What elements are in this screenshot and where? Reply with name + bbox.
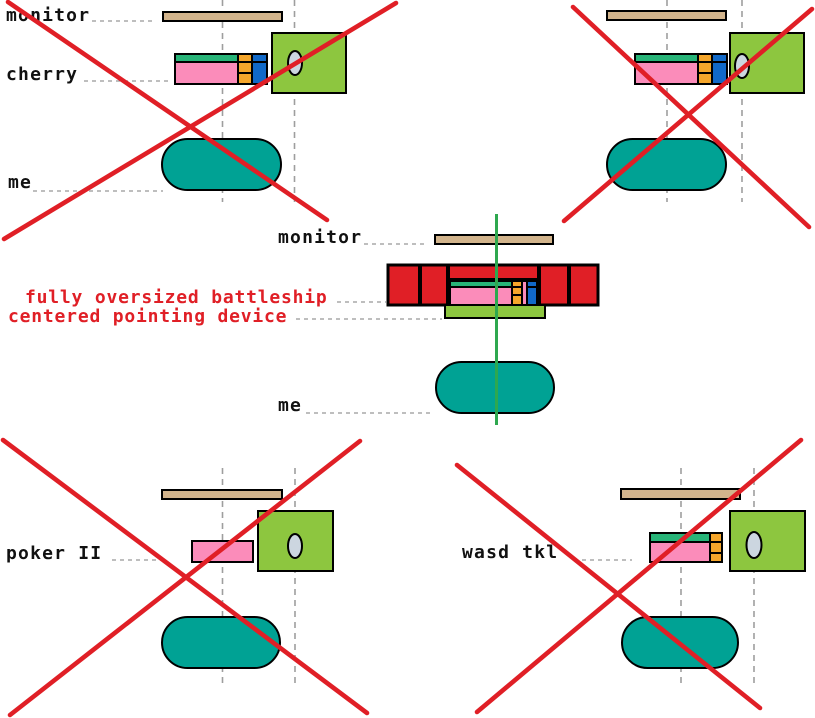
cross-out-x xyxy=(0,437,370,718)
monitor-bar xyxy=(162,11,283,22)
cross-out-line xyxy=(7,438,363,718)
keyboard-nav-cell xyxy=(709,541,723,554)
keyboard-body xyxy=(449,286,513,306)
keyboard-nav-cell xyxy=(697,61,713,74)
keyboard-numpad-block xyxy=(526,286,538,306)
cross-out-line xyxy=(1,0,399,242)
person-capsule xyxy=(161,616,281,669)
keyboard-label: poker II xyxy=(6,543,102,564)
cross-out-x xyxy=(561,4,815,230)
monitor-label: monitor xyxy=(278,227,362,248)
keyboard-top-row xyxy=(634,53,699,63)
keyboard-nav-cell xyxy=(511,286,523,296)
monitor-bar xyxy=(161,489,283,500)
keyboard-numpad-block xyxy=(711,61,728,85)
cross-out-line xyxy=(570,4,812,230)
person-capsule xyxy=(606,138,727,191)
keyboard-cherry xyxy=(634,53,728,85)
keyboard-nav-cell xyxy=(237,61,253,74)
battleship-label-line2: centered pointing device xyxy=(8,306,287,327)
mousepad xyxy=(729,510,806,572)
monitor-bar xyxy=(434,234,554,245)
battleship-keyboard xyxy=(386,263,600,307)
keyboard-label: wasd tkl xyxy=(462,542,558,563)
mouse-icon xyxy=(745,531,763,559)
setup-top-left: monitor cherry me xyxy=(1,0,399,242)
setup-center: monitor fully oversized battleship cente… xyxy=(8,214,600,425)
keyboard-nav-cell xyxy=(511,294,523,306)
keyboard-numpad-top xyxy=(711,53,728,63)
embedded-keyboard xyxy=(449,280,538,306)
keyboard-label: cherry xyxy=(6,64,78,85)
cross-out-line xyxy=(474,437,804,715)
monitor-bar xyxy=(606,10,727,21)
battleship-label-line1: fully oversized battleship xyxy=(25,287,328,308)
person-capsule xyxy=(161,138,282,191)
battleship-divider xyxy=(537,265,541,305)
battleship-divider xyxy=(567,265,571,305)
cross-out-x xyxy=(454,437,804,715)
cross-out-x xyxy=(1,0,399,242)
setup-bottom-right: wasd tkl xyxy=(454,437,806,715)
keyboard-nav-cell xyxy=(237,53,253,63)
cross-out-line xyxy=(454,462,763,711)
setup-bottom-left: poker II xyxy=(0,437,370,718)
person-label: me xyxy=(8,172,32,193)
battleship-divider xyxy=(418,265,422,305)
battleship-divider xyxy=(450,278,537,281)
keyboard-nav-cell xyxy=(237,72,253,85)
keyboard-nav-cell xyxy=(709,552,723,563)
keyboard-nav-cell xyxy=(709,532,723,543)
battleship-divider xyxy=(446,265,450,305)
keyboard-nav-cell xyxy=(697,72,713,85)
keyboard-nav-cell xyxy=(697,53,713,63)
person-label: me xyxy=(278,395,302,416)
keyboard-top-row xyxy=(174,53,239,63)
cross-out-line xyxy=(5,0,330,223)
setup-top-right xyxy=(561,0,815,230)
keyboard-numpad-top xyxy=(251,53,268,63)
keyboard-cherry xyxy=(174,53,268,85)
mouse-icon xyxy=(287,533,303,559)
cross-out-line xyxy=(561,6,815,224)
monitor-bar xyxy=(620,488,741,500)
monitor-label: monitor xyxy=(6,5,90,26)
